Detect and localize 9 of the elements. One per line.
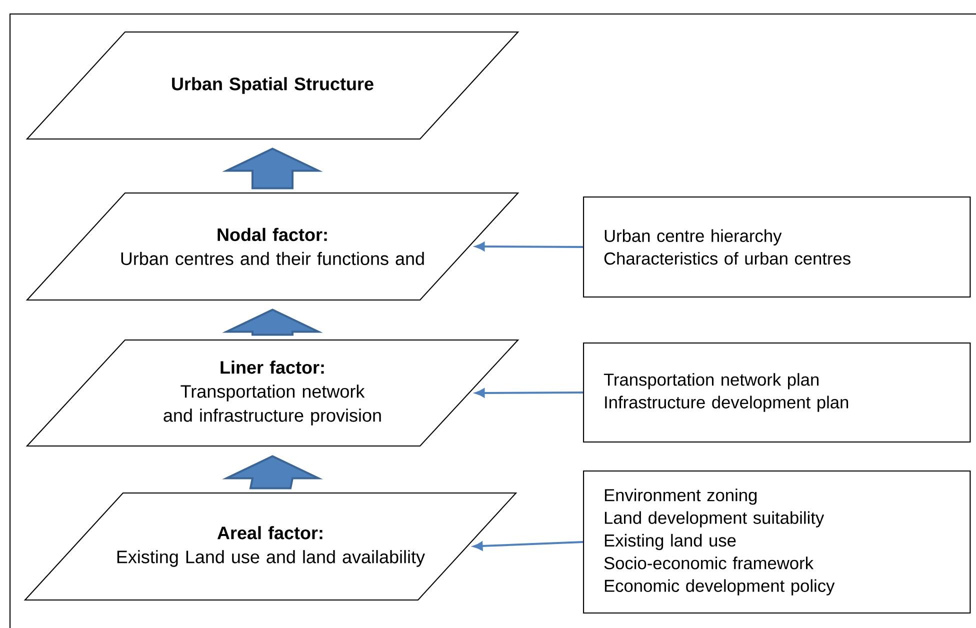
block-arrow [222,148,323,190]
plan-box: Transportation network plan Infrastructure development plan [583,342,971,443]
arrow [473,541,584,550]
arrow [475,242,583,251]
block-arrow [222,308,323,336]
arrow [475,388,583,398]
plan-box: Urban centre hierarchy Characteristics of urban centres [583,196,971,298]
block-arrow [222,455,323,490]
plan-box: Environment zoning Land development suitability Existing land use Socio-economic framework Economic development policy [583,470,971,614]
